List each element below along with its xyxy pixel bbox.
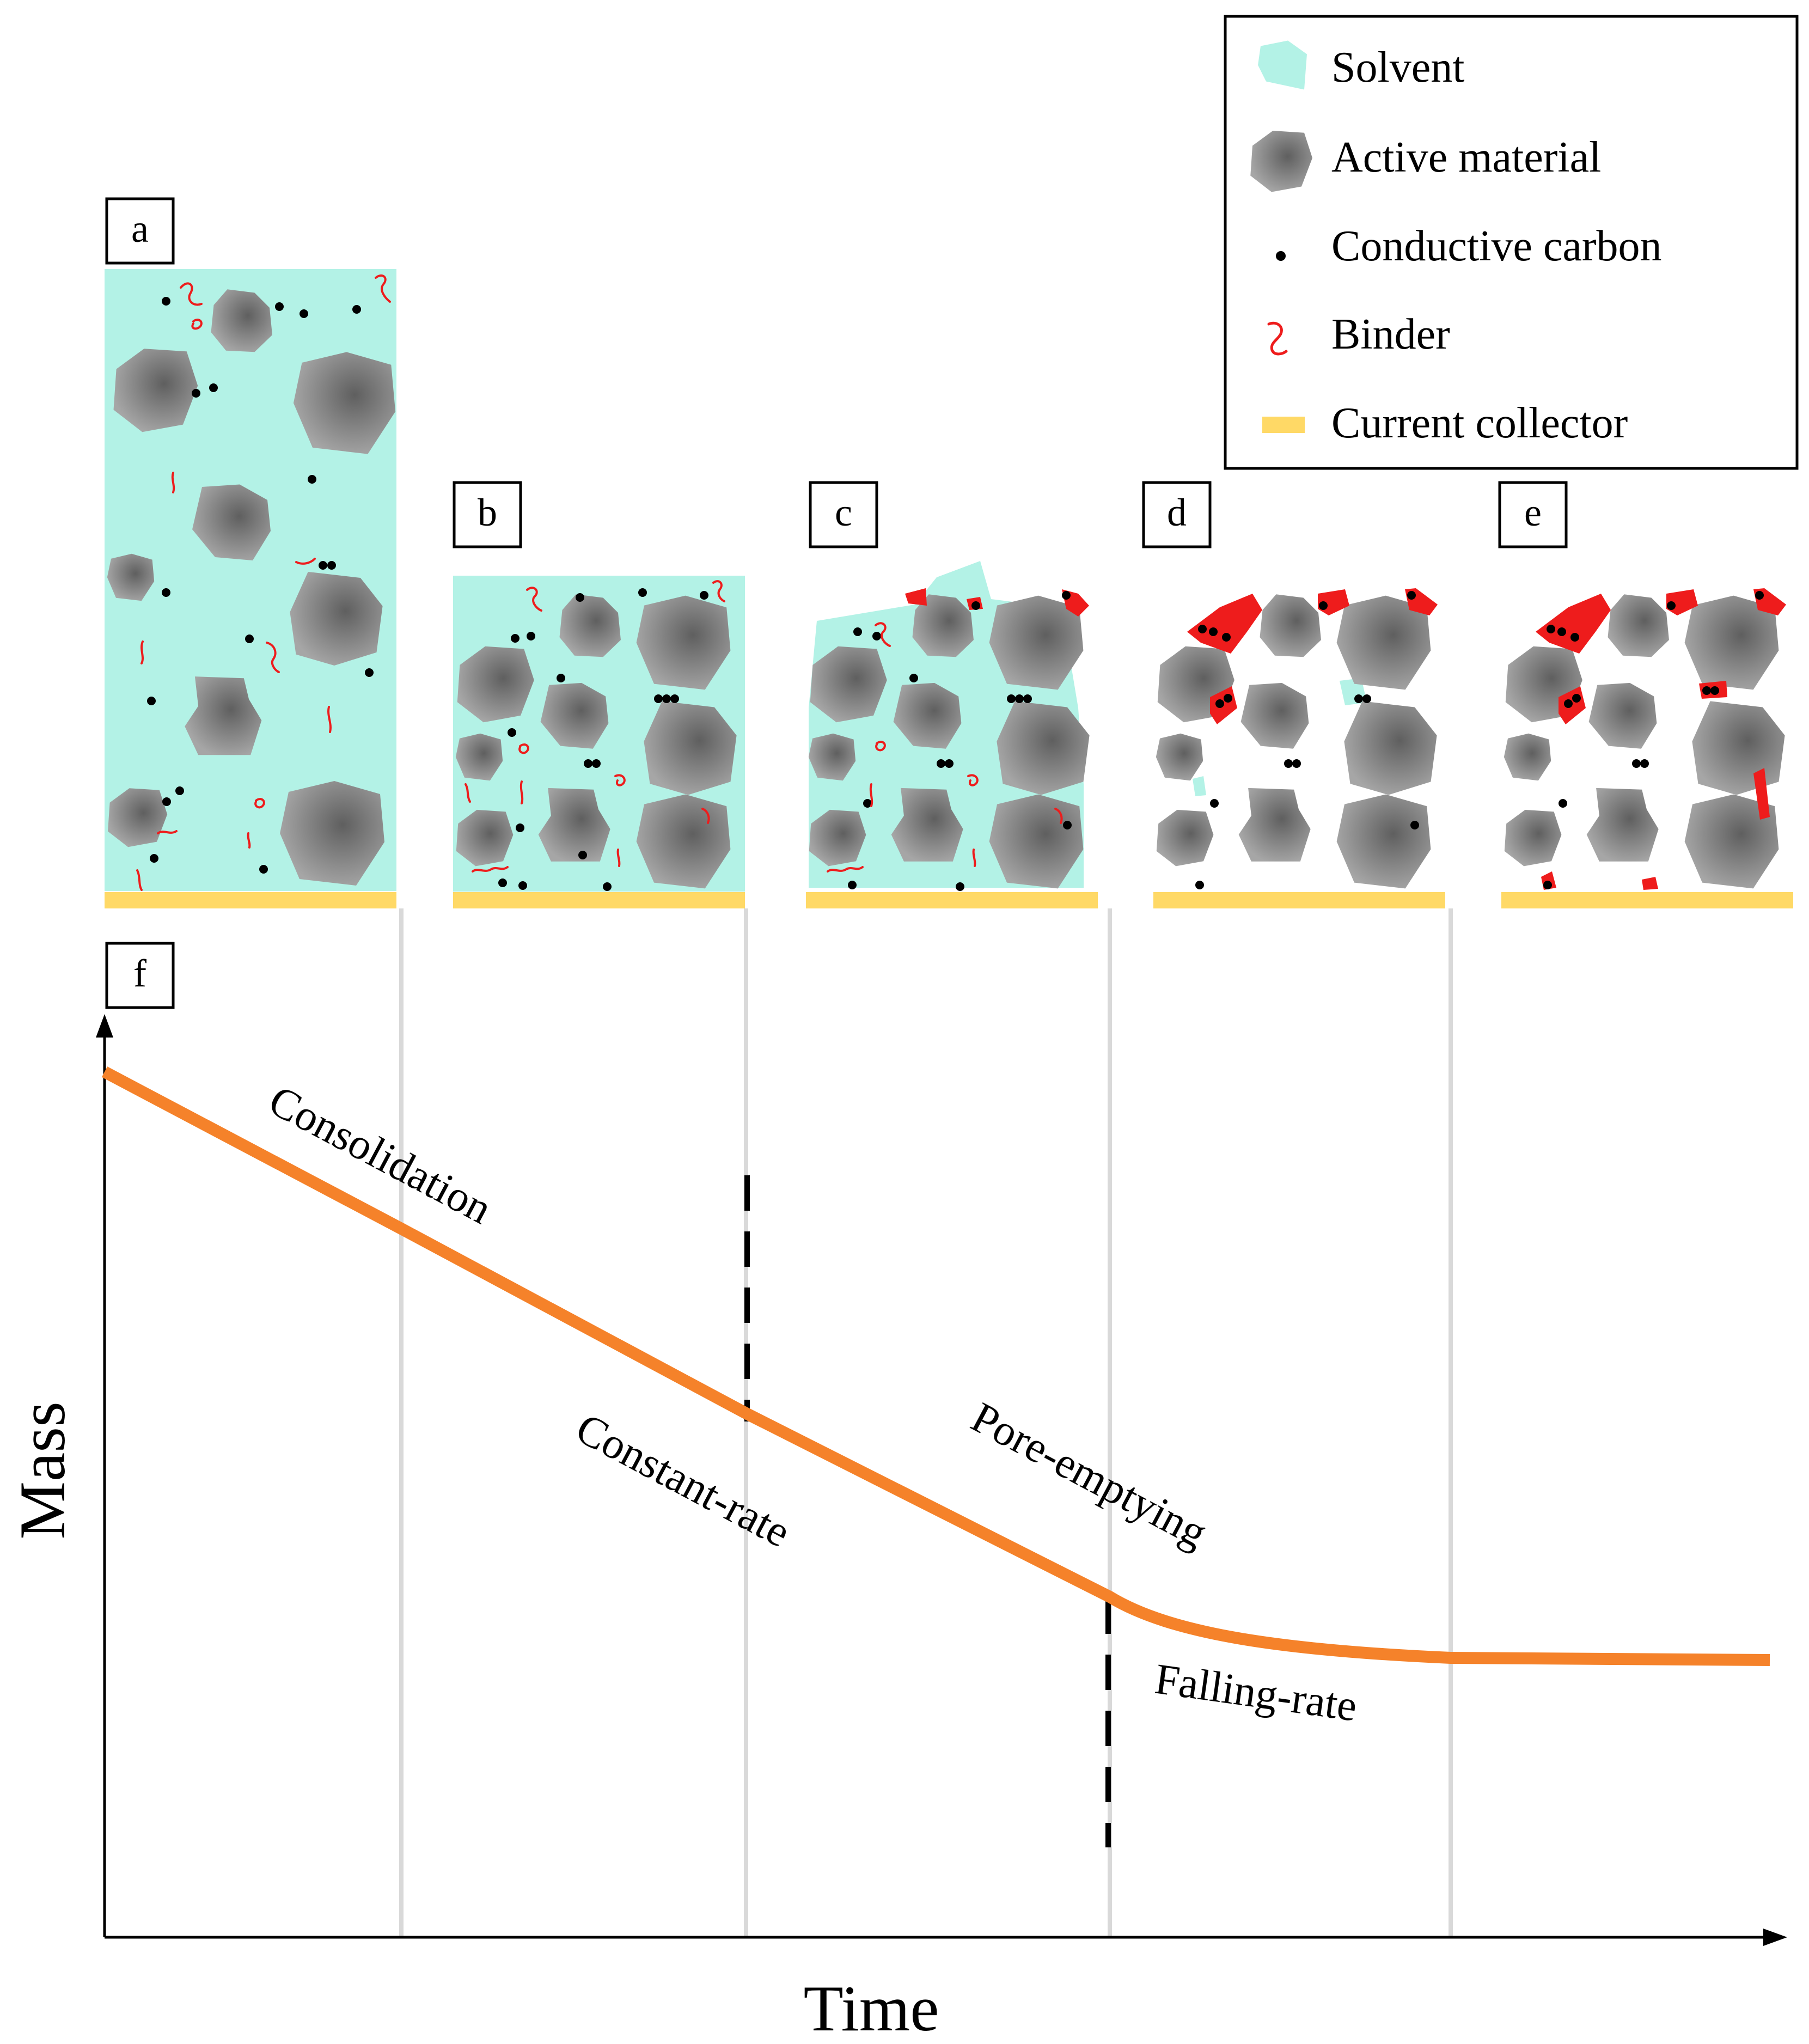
panel-e-falling-rate — [1501, 588, 1793, 908]
stage-label-consolidation: Consolidation — [261, 1076, 500, 1233]
x-axis-arrowhead — [1763, 1929, 1787, 1946]
panel-b-conductive-carbon — [498, 588, 708, 891]
panel-c-binder — [827, 622, 1063, 872]
panel-b-consolidated — [453, 576, 745, 908]
panel-a-binder — [136, 274, 391, 891]
panel-a-current-collector — [105, 892, 396, 908]
stage-dividers — [399, 908, 1453, 1937]
legend-solvent-label: Solvent — [1331, 44, 1464, 91]
panel-label-e: e — [1498, 481, 1568, 548]
panel-b-current-collector — [453, 892, 745, 908]
panel-label-b: b — [453, 481, 522, 548]
panel-label-e-text: e — [1524, 491, 1542, 534]
panel-label-b-text: b — [478, 491, 497, 534]
panel-b-binder — [465, 580, 725, 872]
panel-d-current-collector — [1153, 892, 1445, 908]
panel-c-current-collector — [806, 892, 1098, 908]
stage-label-pore-emptying: Pore-emptying — [964, 1393, 1215, 1557]
legend-binder-label: Binder — [1331, 310, 1450, 358]
legend-current-collector-swatch — [1262, 417, 1305, 433]
panel-d-pore-emptying — [1153, 588, 1445, 908]
panel-e-conductive-carbon — [1543, 591, 1764, 889]
legend: Solvent Active material Conductive carbo… — [1224, 15, 1799, 470]
legend-conductive-carbon-swatch — [1276, 251, 1286, 261]
legend-active-material-label: Active material — [1331, 133, 1601, 181]
y-axis-label: Mass — [6, 1401, 78, 1539]
phase-markers — [744, 1175, 1111, 1847]
legend-conductive-carbon-label: Conductive carbon — [1331, 222, 1661, 270]
panel-e-current-collector — [1501, 892, 1793, 908]
axes — [96, 1014, 1787, 1946]
panel-d-conductive-carbon — [1195, 591, 1419, 889]
legend-current-collector-label: Current collector — [1331, 399, 1628, 447]
panel-c-conductive-carbon — [848, 591, 1072, 891]
panel-label-c-text: c — [835, 491, 852, 534]
legend-binder-swatch — [1267, 321, 1288, 356]
panel-label-d: d — [1142, 481, 1212, 548]
x-axis-label: Time — [803, 1972, 939, 2044]
mass-curve — [101, 1066, 1770, 1666]
panel-label-f-text: f — [133, 951, 146, 995]
y-axis-arrowhead — [96, 1014, 113, 1038]
legend-frame — [1224, 15, 1799, 470]
panel-label-a: a — [105, 197, 175, 265]
panel-label-f: f — [105, 942, 175, 1009]
panel-c-constant-rate — [806, 561, 1098, 908]
panel-a-wet-slurry — [105, 269, 396, 908]
panel-a-conductive-carbon — [147, 297, 374, 874]
panel-label-c: c — [809, 481, 878, 548]
stage-label-falling-rate: Falling-rate — [1152, 1655, 1360, 1731]
panel-label-d-text: d — [1167, 491, 1187, 534]
panel-label-a-text: a — [131, 207, 149, 251]
